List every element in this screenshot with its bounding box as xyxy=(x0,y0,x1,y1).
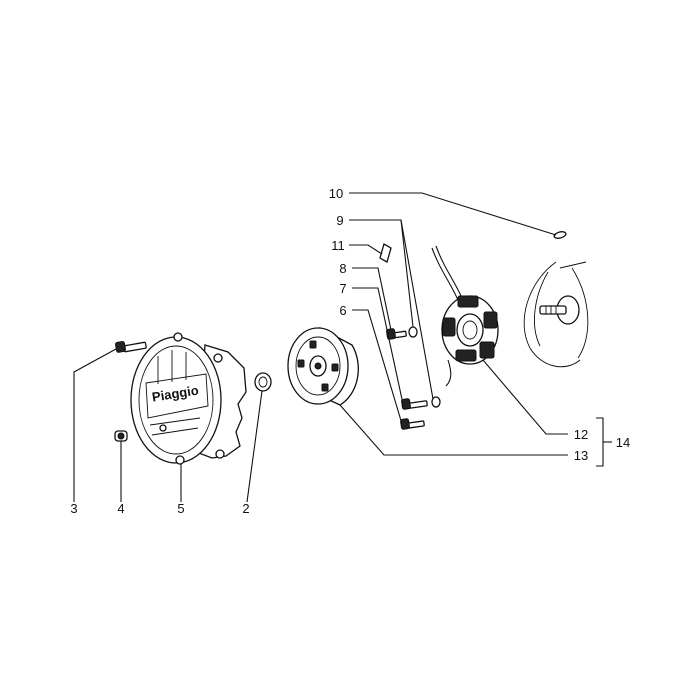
callout-14: 14 xyxy=(616,435,630,450)
flywheel-rotor xyxy=(287,326,359,406)
callout-6: 6 xyxy=(339,303,346,318)
cover-logo: Piaggio xyxy=(151,382,200,404)
callout-13: 13 xyxy=(574,448,588,463)
callout-5: 5 xyxy=(177,501,184,516)
callout-11: 11 xyxy=(331,238,345,253)
nut-2 xyxy=(254,372,272,392)
crankcase-face xyxy=(523,261,589,368)
callout-2: 2 xyxy=(242,501,249,516)
washer-9 xyxy=(408,326,441,408)
key-10 xyxy=(553,231,567,239)
screw-3 xyxy=(115,341,147,353)
callout-4: 4 xyxy=(117,501,124,516)
callout-9: 9 xyxy=(336,213,343,228)
callout-10: 10 xyxy=(329,186,343,201)
screw-7 xyxy=(401,398,428,410)
callout-12: 12 xyxy=(574,427,588,442)
flywheel-cover: Piaggio xyxy=(130,332,247,465)
screw-8 xyxy=(386,328,407,340)
nut-4 xyxy=(114,430,128,442)
screw-6 xyxy=(400,418,425,430)
clip-11 xyxy=(379,243,392,263)
leader-lines xyxy=(73,192,612,503)
stator-plate xyxy=(431,245,499,387)
callout-7: 7 xyxy=(339,281,346,296)
callout-8: 8 xyxy=(339,261,346,276)
callout-3: 3 xyxy=(70,501,77,516)
